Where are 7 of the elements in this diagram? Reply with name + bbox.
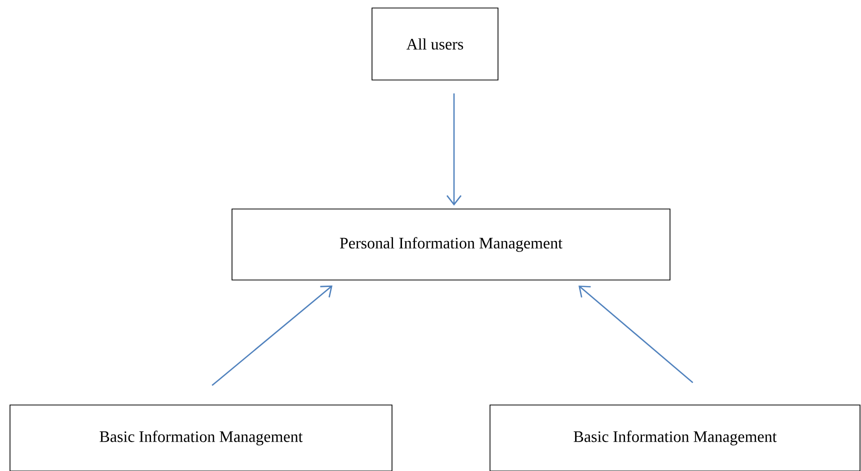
- process-box: Personal Information Management: [232, 208, 670, 280]
- arrow: [212, 286, 332, 386]
- process-box: Basic Information Management: [10, 404, 392, 471]
- process-box: All users: [372, 8, 498, 80]
- arrow: [578, 286, 694, 384]
- arrow: [446, 93, 462, 206]
- process-box: Basic Information Management: [490, 404, 860, 471]
